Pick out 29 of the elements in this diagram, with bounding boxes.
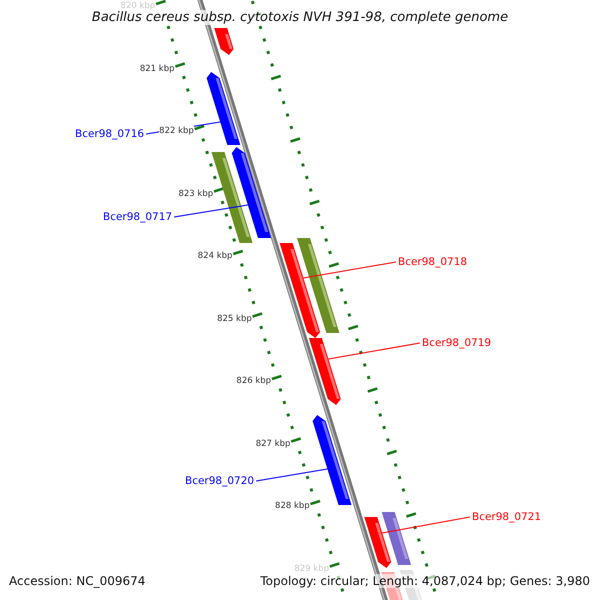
gene-bar xyxy=(214,28,234,55)
scale-label: 828 kbp xyxy=(275,501,310,511)
scale-label: 822 kbp xyxy=(159,126,194,136)
gene-label: Bcer98_0717 xyxy=(103,211,172,223)
accession-text: Accession: NC_009674 xyxy=(9,574,146,588)
gene-bar xyxy=(206,72,240,145)
scale-label: 827 kbp xyxy=(256,438,290,448)
leader-line xyxy=(302,262,396,278)
scale-label: 826 kbp xyxy=(236,376,272,386)
leader-line xyxy=(382,516,470,534)
genome-info-text: Topology: circular; Length: 4,087,024 bp; Genes: 3,980 xyxy=(260,574,590,588)
scale-label: 824 kbp xyxy=(198,251,232,261)
gene-bar xyxy=(308,338,341,405)
scale-label: 825 kbp xyxy=(217,314,252,324)
leader-line xyxy=(256,468,328,482)
scale-label: 823 kbp xyxy=(178,188,214,198)
scale-label: 821 kbp xyxy=(140,64,174,74)
gene-label: Bcer98_0720 xyxy=(185,475,254,487)
gene-label: Bcer98_0719 xyxy=(422,337,492,349)
gene-bar xyxy=(232,147,271,238)
gene-label: Bcer98_0718 xyxy=(398,256,468,268)
gene-label: Bcer98_0716 xyxy=(75,128,144,140)
gene-bar xyxy=(280,243,320,338)
gene-bar xyxy=(382,512,412,565)
gene-bar xyxy=(312,415,352,505)
gene-label: Bcer98_0721 xyxy=(472,511,542,523)
leader-line xyxy=(174,204,248,218)
leader-line xyxy=(328,342,420,360)
map-title: Bacillus cereus subsp. cytotoxis NVH 391-98, complete genome xyxy=(92,10,508,25)
